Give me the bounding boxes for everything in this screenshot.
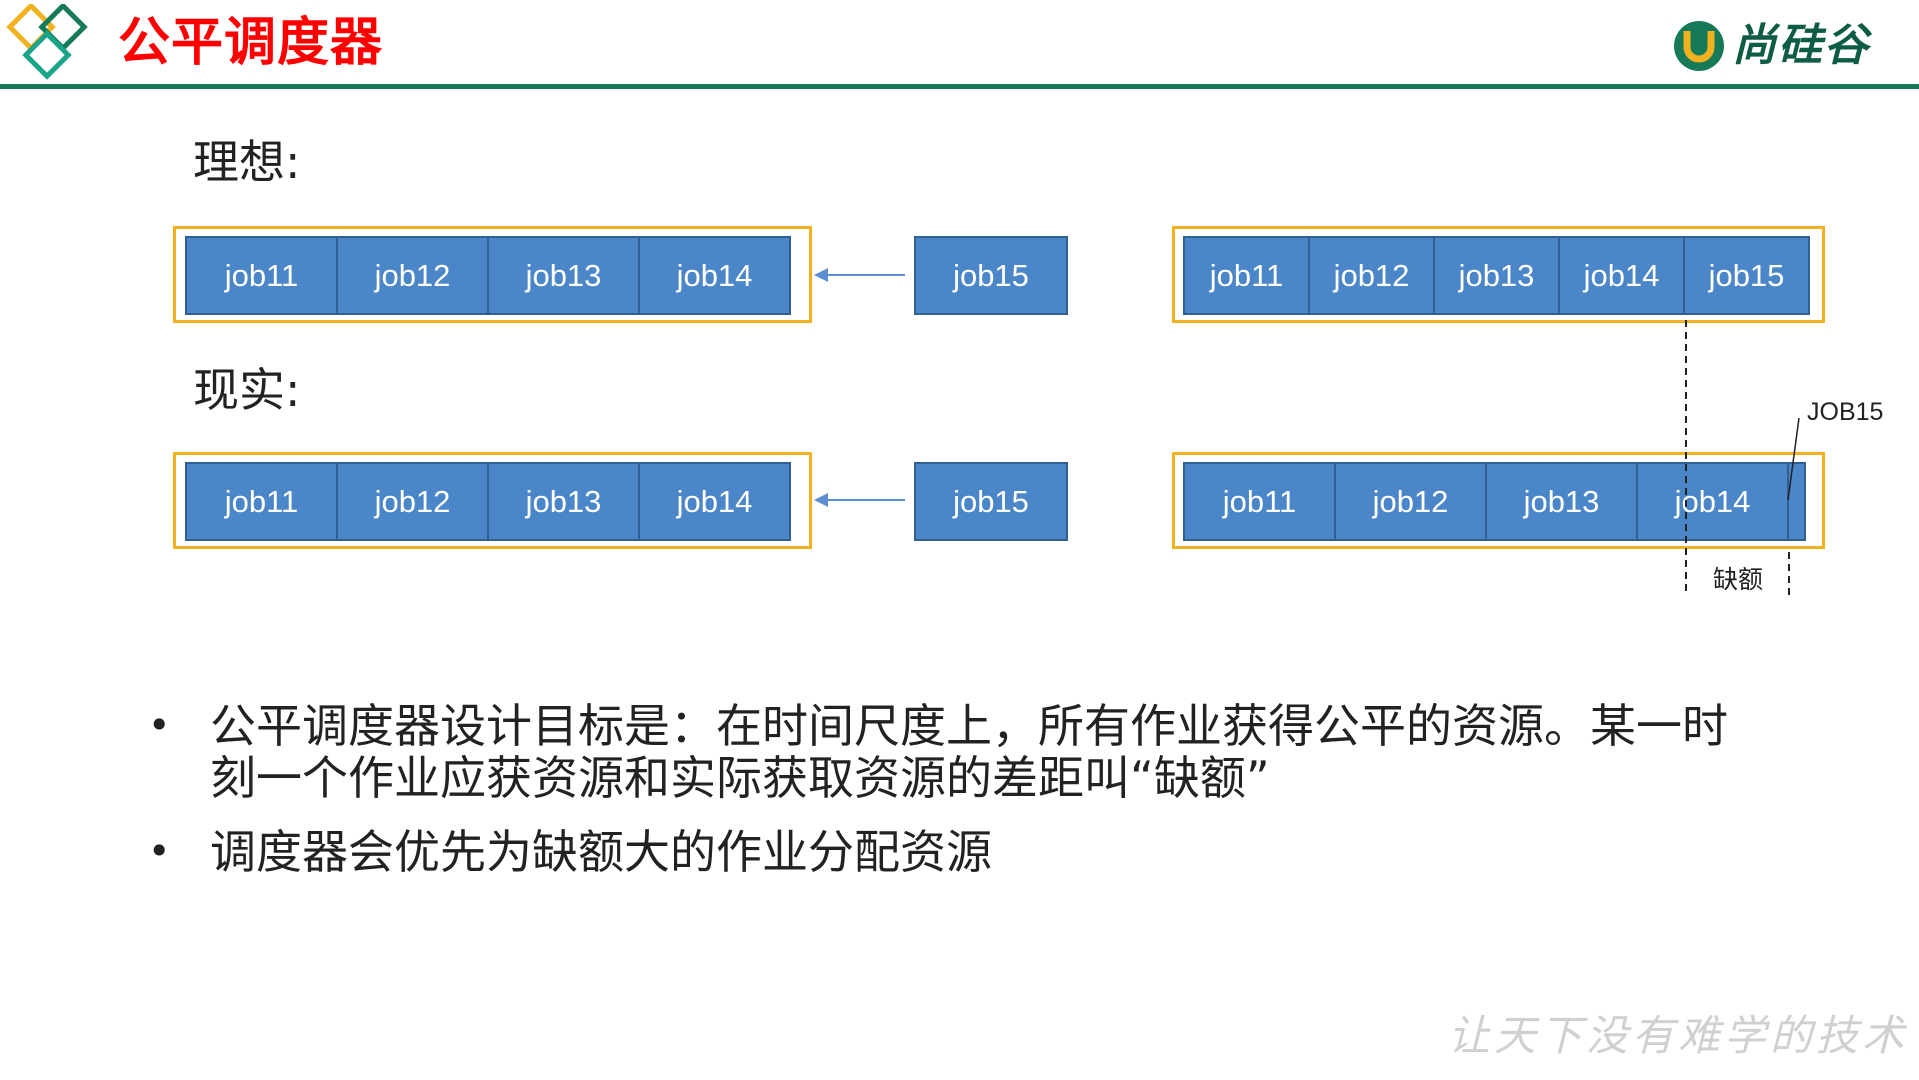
job15-callout: JOB15 — [1807, 398, 1884, 426]
bullet-list: • 公平调度器设计目标是：在时间尺度上，所有作业获得公平的资源。某一时刻一个作业… — [148, 700, 1748, 900]
actual-job11: job11 — [1183, 462, 1336, 541]
actual-job15-sliver — [1787, 462, 1806, 541]
diamond-logo-icon — [6, 4, 88, 80]
ideal-queue-frame — [173, 226, 812, 323]
deficit-markers — [1685, 320, 1800, 595]
reality-incoming-job15: job15 — [914, 462, 1068, 541]
fair-job12: job12 — [1308, 236, 1435, 315]
reality-job13: job13 — [487, 462, 640, 541]
ideal-job12: job12 — [336, 236, 489, 315]
brand-logo: 尚硅谷 — [1672, 16, 1870, 76]
bullet-dot-icon: • — [148, 829, 171, 873]
left-arrow-icon — [814, 493, 905, 507]
actual-job13: job13 — [1485, 462, 1638, 541]
header-divider — [0, 84, 1919, 89]
fair-job15: job15 — [1683, 236, 1810, 315]
actual-job14: job14 — [1636, 462, 1789, 541]
fair-job11: job11 — [1183, 236, 1310, 315]
fair-job13: job13 — [1433, 236, 1560, 315]
bullet-item: • 调度器会优先为缺额大的作业分配资源 — [148, 826, 1748, 878]
left-arrow-icon — [814, 268, 905, 282]
bullet-text: 调度器会优先为缺额大的作业分配资源 — [210, 825, 992, 879]
ideal-label: 理想: — [193, 135, 301, 189]
ideal-incoming-job15: job15 — [914, 236, 1068, 315]
bullet-dot-icon: • — [148, 703, 171, 747]
reality-actual-frame — [1172, 452, 1825, 549]
ideal-job11: job11 — [185, 236, 338, 315]
ideal-fair-frame — [1172, 226, 1825, 323]
slide-title: 公平调度器 — [118, 13, 384, 73]
deficit-label: 缺额 — [1713, 566, 1764, 594]
brand-name: 尚硅谷 — [1732, 20, 1870, 71]
reality-job11: job11 — [185, 462, 338, 541]
footer-motto: 让天下没有难学的技术 — [1448, 1011, 1909, 1060]
fair-job14: job14 — [1558, 236, 1685, 315]
bullet-item: • 公平调度器设计目标是：在时间尺度上，所有作业获得公平的资源。某一时刻一个作业… — [148, 700, 1748, 804]
actual-job12: job12 — [1334, 462, 1487, 541]
bullet-text: 公平调度器设计目标是：在时间尺度上，所有作业获得公平的资源。某一时刻一个作业应获… — [210, 699, 1728, 805]
brand-mark-icon — [1674, 21, 1724, 71]
ideal-job13: job13 — [487, 236, 640, 315]
reality-queue-frame — [173, 452, 812, 549]
ideal-job14: job14 — [638, 236, 791, 315]
reality-label: 现实: — [193, 363, 301, 417]
reality-job12: job12 — [336, 462, 489, 541]
reality-job14: job14 — [638, 462, 791, 541]
